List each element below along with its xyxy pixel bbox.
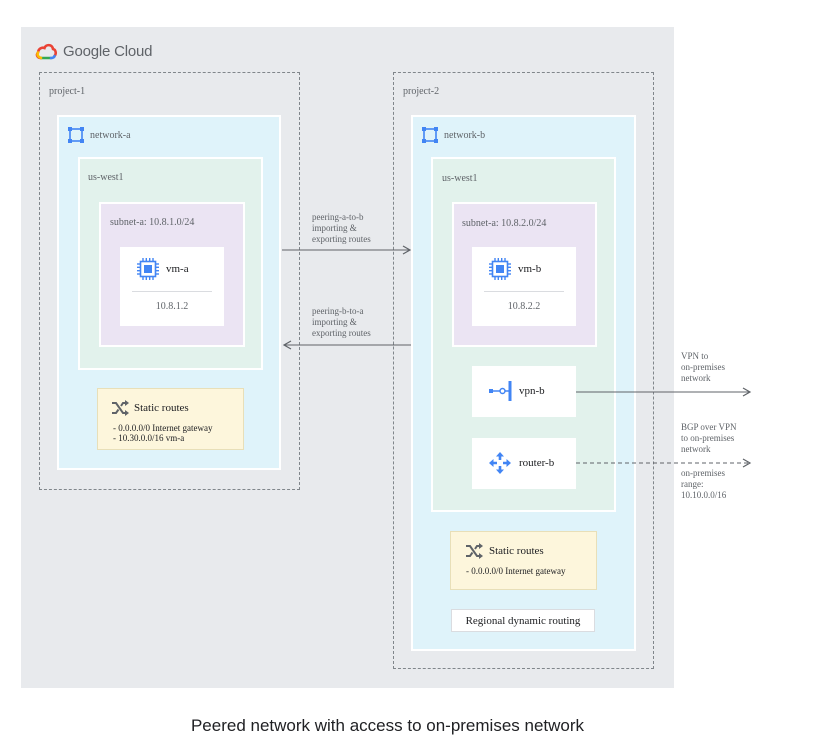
vm-b-name: vm-b [518,263,542,275]
routing-mode-badge: Regional dynamic routing [451,609,595,632]
static-route-a-1: - 0.0.0.0/0 Internet gateway [113,423,213,433]
compute-engine-icon [488,257,512,286]
project-1-label: project-1 [49,86,86,97]
vm-b-divider [484,291,564,292]
on-premises-range-label: on-premises range: 10.10.0.0/16 [681,468,727,500]
vm-a-ip: 10.8.1.2 [155,301,189,312]
vm-a-name: vm-a [166,263,189,275]
subnet-b-label: subnet-a: 10.8.2.0/24 [462,218,547,229]
brand-name: Google Cloud [63,42,153,60]
project-2-label: project-2 [403,86,440,97]
vpn-external-label: VPN to on-premises network [681,351,725,383]
router-b-name: router-b [519,457,555,469]
static-routes-a-title: Static routes [134,402,189,414]
google-cloud-logo: Google Cloud [35,41,153,61]
peering-b-to-a-label: peering-b-to-a importing & exporting rou… [312,306,371,338]
static-route-a-2: - 10.30.0.0/16 vm-a [113,433,185,443]
cloud-router-icon [488,451,512,480]
region-a-label: us-west1 [88,172,124,183]
network-b-label: network-b [444,130,486,141]
diagram-caption: Peered network with access to on-premise… [190,716,585,735]
router-b-card[interactable] [472,438,576,489]
project-2-box [393,72,654,669]
bgp-external-label: BGP over VPN to on-premises network [681,422,737,454]
network-a-label: network-a [90,130,131,141]
routes-icon [111,400,129,421]
static-routes-b-title: Static routes [489,545,544,557]
project-1-box [39,72,300,490]
vpn-gateway-icon [488,379,514,408]
peering-a-to-b-label: peering-a-to-b importing & exporting rou… [312,212,371,244]
static-routes-a [97,388,244,450]
vm-a-card[interactable] [120,247,224,326]
static-routes-b [450,531,597,590]
vm-b-card[interactable] [472,247,576,326]
vm-b-ip: 10.8.2.2 [507,301,541,312]
vpc-network-icon [67,126,85,149]
compute-engine-icon [136,257,160,286]
vm-a-divider [132,291,212,292]
static-route-b-1: - 0.0.0.0/0 Internet gateway [466,566,566,576]
region-b-label: us-west1 [442,173,478,184]
cloud-icon [35,43,57,60]
vpn-b-name: vpn-b [519,385,545,397]
routes-icon [465,543,483,564]
vpc-network-icon [421,126,439,149]
subnet-a-label: subnet-a: 10.8.1.0/24 [110,217,195,228]
